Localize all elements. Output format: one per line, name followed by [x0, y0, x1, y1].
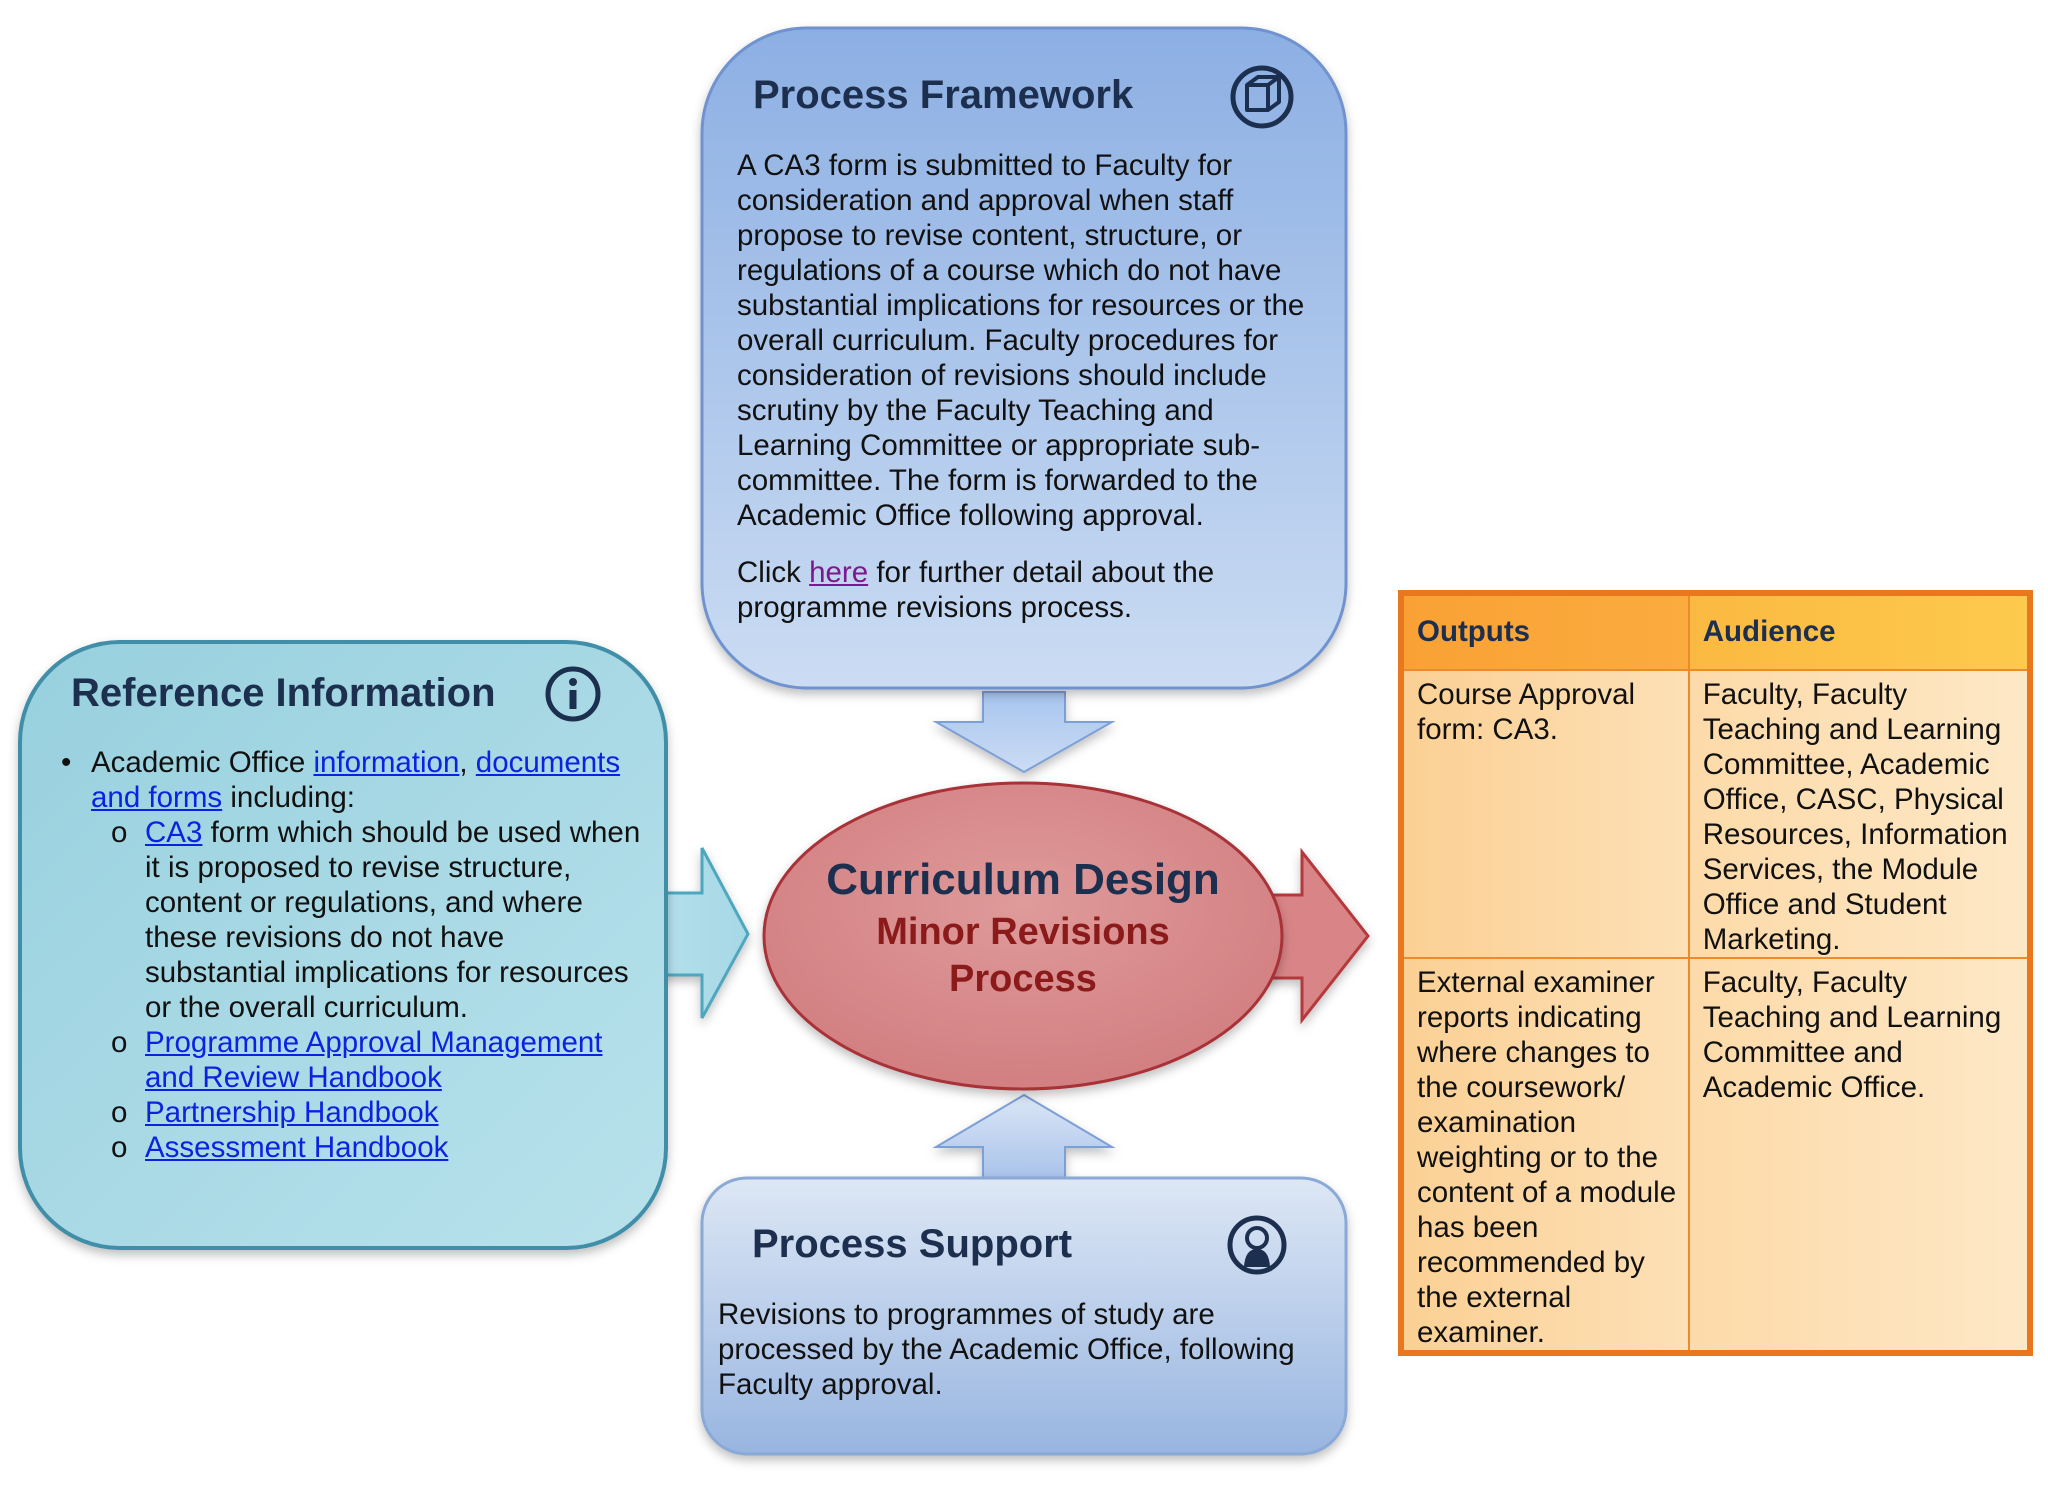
framework-line: regulations of a course which do not hav…	[737, 254, 1282, 287]
reference-body: Academic Office information, documents a…	[55, 745, 650, 1165]
outputs-table: Outputs Audience Course Approval form: C…	[1398, 590, 2033, 1356]
framework-line: overall curriculum. Faculty procedures f…	[737, 324, 1279, 357]
center-subtitle-line1: Minor Revisions	[876, 911, 1170, 953]
framework-line: scrutiny by the Faculty Teaching and	[737, 394, 1214, 427]
reference-title: Reference Information	[71, 671, 496, 715]
framework-line: consideration and approval when staff	[737, 184, 1234, 217]
center-subtitle-line2: Process	[949, 958, 1097, 1000]
framework-line: propose to revise content, structure, or	[737, 219, 1243, 252]
table-row: Course Approval form: CA3. Faculty, Facu…	[1400, 669, 2032, 959]
person-icon	[1227, 1215, 1287, 1275]
reference-bullet: Academic Office information, documents a…	[61, 745, 650, 1165]
framework-line: committee. The form is forwarded to the	[737, 464, 1258, 497]
table-cell-audience: Faculty, Faculty Teaching and Learning C…	[1687, 669, 2032, 959]
information-link[interactable]: information	[313, 746, 460, 779]
framework-body: A CA3 form is submitted to Faculty for c…	[737, 148, 1337, 625]
header-audience: Audience	[1687, 592, 2032, 671]
ca3-link[interactable]: CA3	[145, 816, 203, 849]
partnership-handbook-link[interactable]: Partnership Handbook	[145, 1096, 439, 1129]
reference-list: Academic Office information, documents a…	[55, 745, 650, 1165]
sub-item-pamr: Programme Approval Management and Review…	[111, 1025, 650, 1095]
click-suffix: for further detail about the	[868, 556, 1215, 589]
click-prefix: Click	[737, 556, 810, 589]
framework-click-line2: programme revisions process.	[737, 591, 1133, 624]
sub-item-assessment: Assessment Handbook	[111, 1130, 650, 1165]
bullet-separator: ,	[459, 746, 476, 779]
sub-item-partnership: Partnership Handbook	[111, 1095, 650, 1130]
documents-forms-link[interactable]: documents and forms	[91, 746, 621, 814]
framework-title: Process Framework	[753, 73, 1134, 117]
table-cell-audience: Faculty, Faculty Teaching and Learning C…	[1687, 957, 2032, 1354]
ca3-description: form which should be used when it is pro…	[145, 816, 641, 1024]
framework-line: Learning Committee or appropriate sub-	[737, 429, 1261, 462]
center-label: Curriculum Design Minor Revisions Proces…	[790, 855, 1256, 1003]
support-text: Revisions to programmes of study are pro…	[718, 1298, 1295, 1401]
support-title: Process Support	[752, 1222, 1073, 1266]
cube-icon	[1230, 65, 1294, 129]
table-cell-output: External examiner reports indicating whe…	[1400, 957, 1690, 1354]
framework-line: A CA3 form is submitted to Faculty for	[737, 149, 1233, 182]
framework-line: substantial implications for resources o…	[737, 289, 1305, 322]
center-ellipse	[762, 781, 1284, 1091]
framework-line: consideration of revisions should includ…	[737, 359, 1267, 392]
table-row: External examiner reports indicating whe…	[1400, 957, 2032, 1354]
arrow-up-support	[932, 1093, 1116, 1179]
framework-click-line: Click here for further detail about the	[737, 555, 1337, 590]
assessment-handbook-link[interactable]: Assessment Handbook	[145, 1131, 449, 1164]
table-cell-output: Course Approval form: CA3.	[1400, 669, 1690, 959]
bullet-prefix: Academic Office	[91, 746, 314, 779]
bullet-suffix: including:	[222, 781, 356, 814]
support-panel	[700, 1176, 1348, 1456]
arrow-down-framework	[932, 691, 1116, 774]
center-title: Curriculum Design	[826, 855, 1220, 904]
table-header-row: Outputs Audience	[1400, 592, 2032, 671]
header-outputs: Outputs	[1400, 592, 1690, 671]
reference-sublist: CA3 form which should be used when it is…	[91, 815, 650, 1165]
framework-line: Academic Office following approval.	[737, 499, 1204, 532]
here-link[interactable]: here	[809, 556, 869, 589]
info-icon	[545, 666, 601, 722]
framework-panel	[700, 26, 1348, 690]
sub-item-ca3: CA3 form which should be used when it is…	[111, 815, 650, 1025]
pamr-handbook-link[interactable]: Programme Approval Management and Review…	[145, 1026, 603, 1094]
